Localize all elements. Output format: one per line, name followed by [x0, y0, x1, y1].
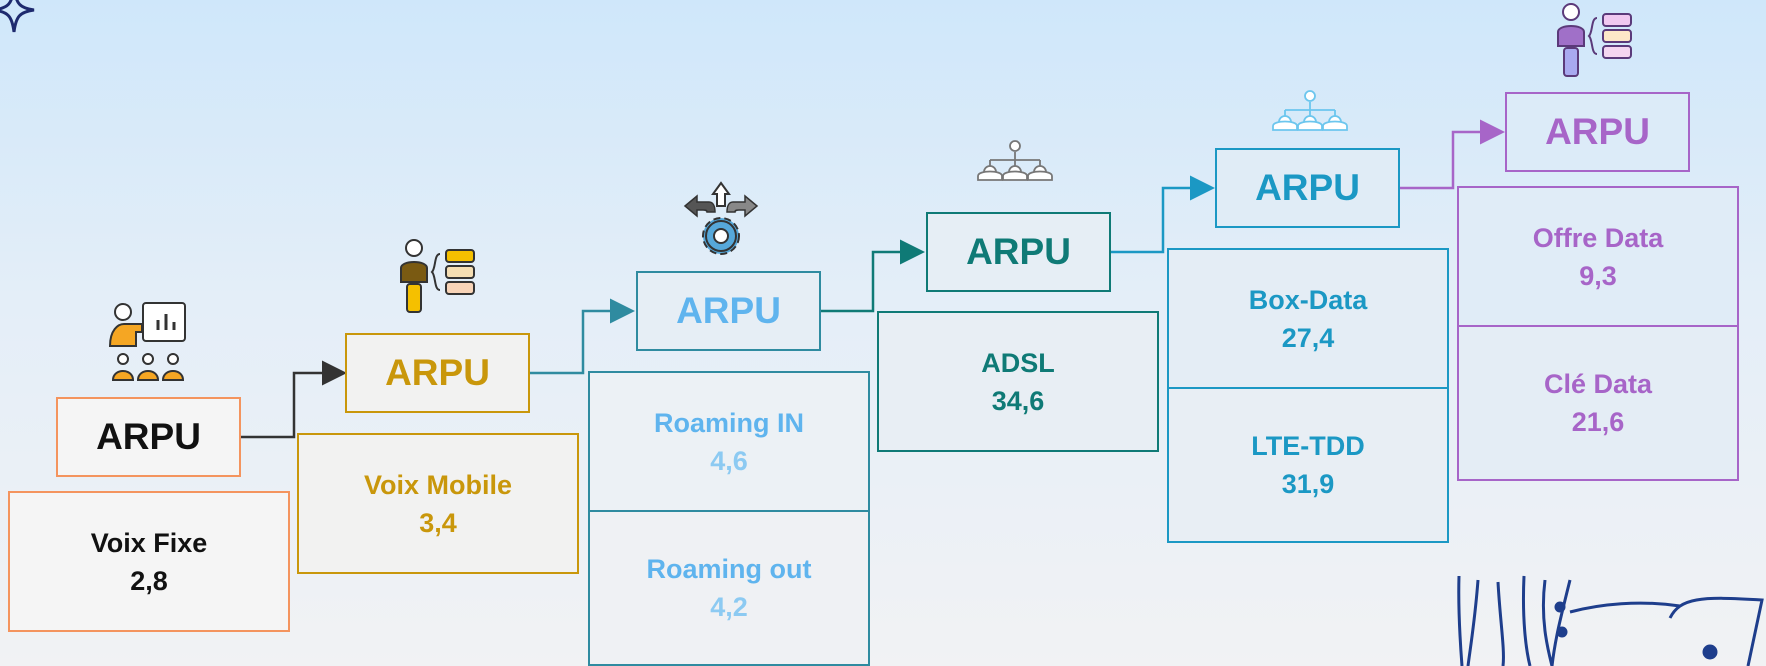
connector-arrow-4	[1110, 175, 1215, 254]
metric-cell-lte-tdd: LTE-TDD 31,9	[1167, 387, 1449, 543]
metric-cell-offre-data: Offre Data 9,3	[1457, 186, 1739, 327]
arpu-box-offre-data: ARPU	[1505, 92, 1690, 172]
metric-label: Offre Data	[1532, 222, 1664, 253]
metric-label: ADSL	[981, 347, 1055, 378]
metric-label: LTE-TDD	[1251, 431, 1365, 461]
metric-label: Clé Data	[1543, 369, 1653, 399]
metric-label: Voix Mobile	[363, 469, 512, 500]
sparkle-icon	[0, 0, 35, 33]
metric-label: Voix Fixe	[90, 527, 208, 558]
metric-value: 9,3	[1579, 260, 1617, 291]
arpu-box-voix-fixe: ARPU	[56, 397, 241, 477]
connector-arrow-2	[530, 298, 635, 375]
arpu-box-voix-mobile: ARPU	[345, 333, 530, 413]
metric-cell-adsl: ADSL 34,6	[877, 311, 1159, 452]
arpu-box-box-data: ARPU	[1215, 148, 1400, 228]
metric-cell-box-data: Box-Data 27,4	[1167, 248, 1449, 389]
person-list-icon	[1557, 3, 1632, 77]
metric-value: 3,4	[419, 507, 457, 538]
metric-value: 21,6	[1571, 407, 1625, 437]
metric-cell-cle-data: Clé Data 21,6	[1457, 325, 1739, 481]
arpu-box-roaming: ARPU	[636, 271, 821, 351]
presentation-audience-icon	[108, 302, 186, 381]
arpu-box-adsl: ARPU	[926, 212, 1111, 292]
laptop-sketch-icon	[1457, 575, 1764, 666]
metric-value: 4,6	[710, 445, 748, 476]
connector-arrow-5	[1400, 119, 1505, 190]
gear-arrows-icon	[683, 181, 759, 255]
metric-label: Roaming IN	[653, 407, 804, 438]
team-hierarchy-icon	[977, 140, 1053, 181]
connector-arrow-1	[241, 360, 347, 439]
metric-label: Roaming out	[646, 554, 812, 584]
metric-cell-roaming-in: Roaming IN 4,6	[588, 371, 870, 512]
connector-arrow-3	[821, 239, 925, 313]
metric-value: 31,9	[1281, 469, 1335, 499]
metric-cell-voix-fixe: Voix Fixe 2,8	[8, 491, 290, 632]
metric-cell-roaming-out: Roaming out 4,2	[588, 510, 870, 666]
team-hierarchy-icon	[1272, 90, 1348, 131]
metric-value: 2,8	[130, 565, 168, 596]
person-list-icon	[400, 239, 475, 313]
metric-value: 27,4	[1281, 322, 1335, 353]
metric-cell-voix-mobile: Voix Mobile 3,4	[297, 433, 579, 574]
metric-value: 4,2	[710, 592, 748, 622]
metric-value: 34,6	[991, 385, 1045, 416]
metric-label: Box-Data	[1248, 284, 1368, 315]
